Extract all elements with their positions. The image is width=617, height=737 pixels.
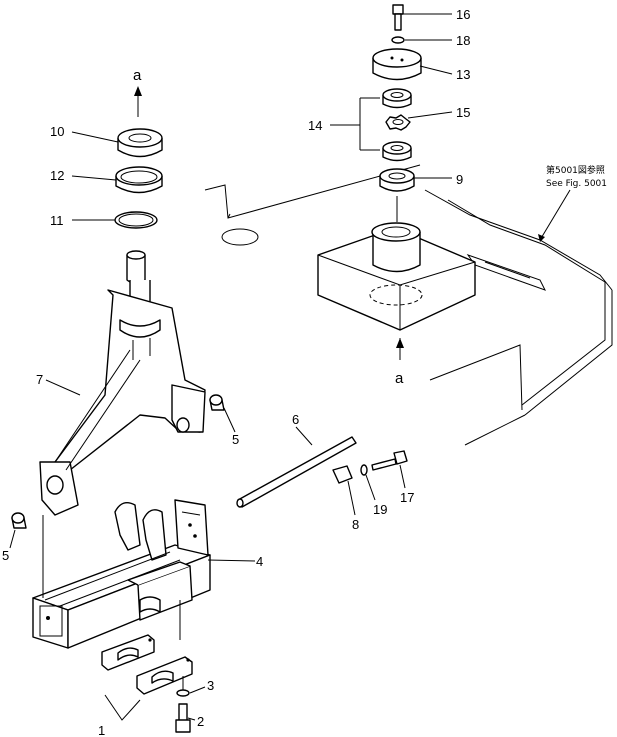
- clamp-block: [127, 561, 193, 621]
- label-16: 16: [456, 7, 470, 22]
- label-18: 18: [456, 33, 470, 48]
- label-12: 12: [50, 168, 64, 183]
- reference-en: See Fig. 5001: [546, 179, 607, 189]
- washer-19: [360, 464, 368, 476]
- leader-lines: [9, 13, 571, 721]
- seal-12: [115, 166, 163, 194]
- label-8: 8: [352, 517, 359, 532]
- label-5-right: 5: [232, 432, 239, 447]
- lock-washer-15: [385, 114, 411, 131]
- bearing-9: [379, 168, 415, 192]
- label-2: 2: [197, 714, 204, 729]
- clamp-1-upper: [101, 634, 155, 671]
- label-14: 14: [308, 118, 322, 133]
- bolt-17: [371, 450, 408, 471]
- label-9: 9: [456, 172, 463, 187]
- label-7: 7: [36, 372, 43, 387]
- nut-14-lower: [382, 141, 412, 162]
- clamp-1-lower: [136, 656, 193, 695]
- label-4: 4: [256, 554, 263, 569]
- rod-6: [236, 436, 357, 508]
- bracket-7: [39, 250, 206, 516]
- label-6: 6: [292, 412, 299, 427]
- view-label-bottom: a: [395, 370, 404, 387]
- o-ring-11: [114, 211, 158, 229]
- washer-3: [176, 689, 190, 697]
- label-10: 10: [50, 124, 64, 139]
- bushing-5-left: [11, 512, 27, 529]
- bolt-2: [175, 703, 191, 733]
- reference-jp: 第5001図参照: [546, 164, 605, 176]
- bearing-10: [117, 128, 163, 158]
- label-3: 3: [207, 678, 214, 693]
- view-arrow-top: [134, 86, 142, 117]
- view-arrow-bottom: [396, 338, 404, 360]
- label-15: 15: [456, 105, 470, 120]
- plate-8: [332, 465, 353, 484]
- view-label-top: a: [133, 67, 142, 84]
- label-17: 17: [400, 490, 414, 505]
- bushing-5-right: [209, 394, 225, 411]
- bolt-16: [392, 4, 404, 31]
- cap-13: [372, 48, 422, 81]
- washer-18: [391, 36, 405, 44]
- label-13: 13: [456, 67, 470, 82]
- label-5-left: 5: [2, 548, 9, 563]
- label-1: 1: [98, 723, 105, 737]
- label-11: 11: [50, 213, 64, 228]
- nut-14-upper: [382, 88, 412, 109]
- label-19: 19: [373, 502, 387, 517]
- mount-block: [317, 222, 476, 331]
